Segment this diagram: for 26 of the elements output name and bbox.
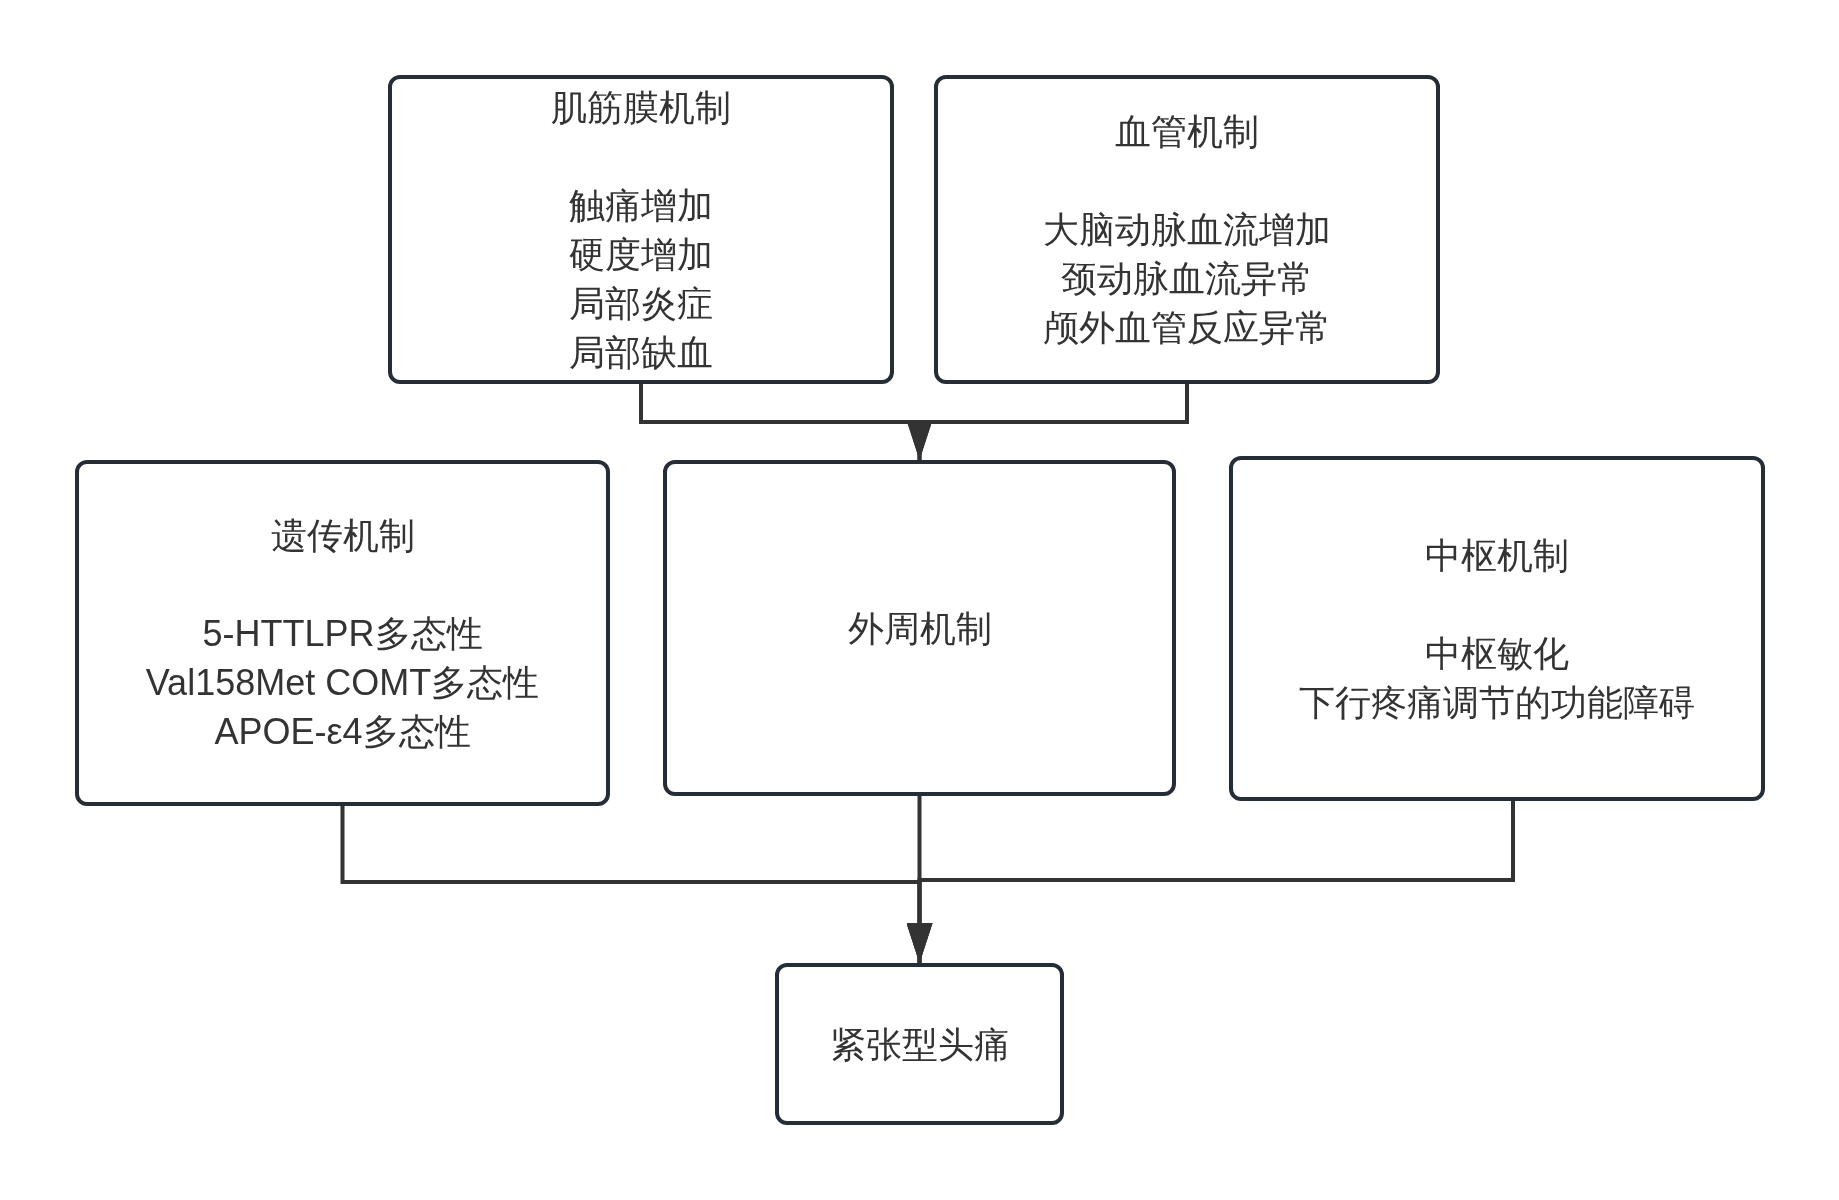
box-heading: 中枢机制	[1425, 533, 1569, 578]
process-box	[934, 75, 1440, 384]
process-box	[775, 963, 1064, 1125]
process-box	[75, 460, 610, 806]
box-heading: 遗传机制	[270, 513, 415, 558]
list-item: 硬度增加	[569, 232, 713, 277]
list-item: 触痛增加	[569, 183, 713, 228]
list-item: 颈动脉血流异常	[1061, 257, 1313, 301]
list-item: 局部缺血	[569, 330, 713, 375]
process-box	[388, 75, 894, 384]
list-item: 局部炎症	[569, 281, 713, 326]
list-item: 下行疼痛调节的功能障碍	[1299, 680, 1695, 725]
list-item: 5-HTTLPR多态性	[202, 611, 483, 656]
list-item: APOE-ε4多态性	[214, 709, 471, 754]
list-item: 中枢敏化	[1425, 631, 1569, 676]
list-item: Val158Met COMT多态性	[145, 660, 540, 705]
process-box	[663, 460, 1176, 796]
arrow	[906, 801, 1515, 963]
box-heading: 血管机制	[1115, 110, 1259, 154]
list-item: 大脑动脉血流增加	[1043, 208, 1331, 252]
box-label: 紧张型头痛	[829, 1022, 1010, 1067]
box-label: 外周机制	[847, 606, 992, 651]
process-box	[1229, 456, 1765, 801]
list-item: 颅外血管反应异常	[1043, 306, 1331, 350]
box-heading: 肌筋膜机制	[551, 85, 731, 130]
arrow	[906, 384, 1189, 460]
